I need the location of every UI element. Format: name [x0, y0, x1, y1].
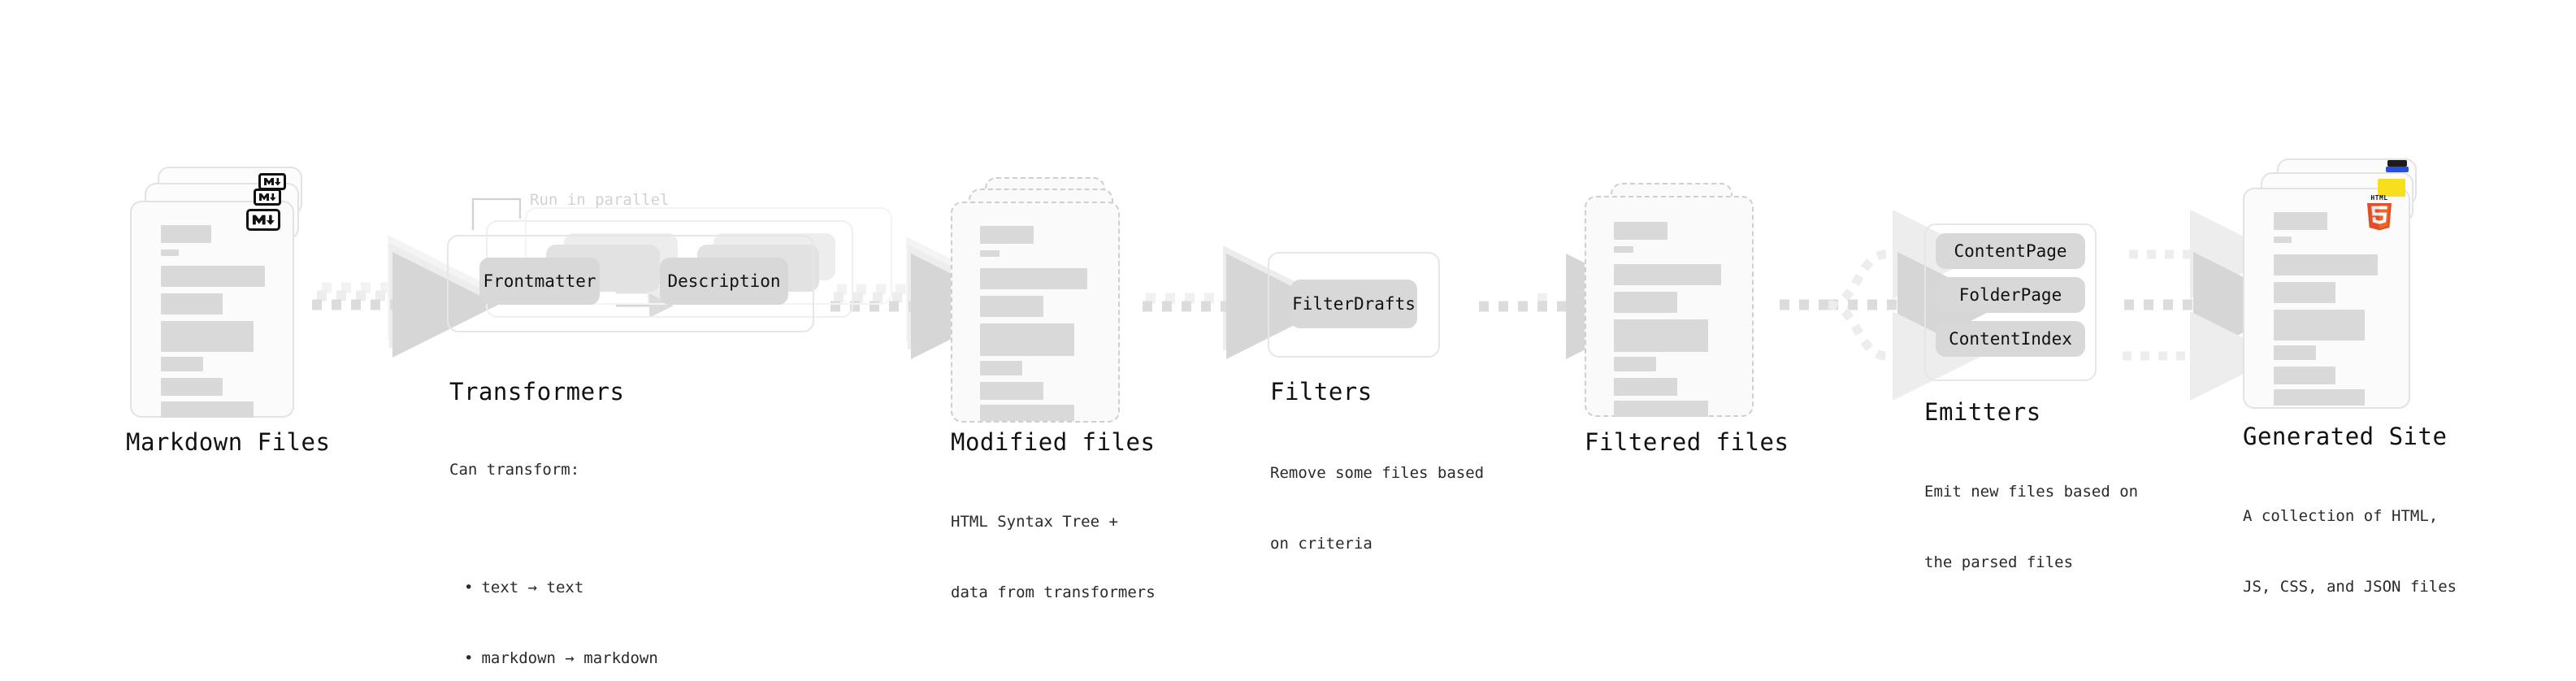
stage-desc-filters: Remove some files based on criteria [1270, 414, 1484, 603]
emitter-pill-folderpage-label: FolderPage [1958, 285, 2062, 305]
skeleton-line [161, 266, 265, 287]
skeleton-subtitle [1614, 246, 1633, 253]
connector-modified-to-filters [1143, 245, 1332, 359]
skeleton-line [1614, 264, 1721, 285]
stage-title-modified-files: Modified files [951, 428, 1156, 456]
site-desc-line: JS, CSS, and JSON files [2243, 578, 2457, 596]
connector-md-to-transformers [312, 235, 498, 358]
skeleton-subtitle [161, 249, 179, 256]
skeleton-line [1614, 319, 1708, 352]
transformer-pill-frontmatter-label: Frontmatter [483, 271, 596, 291]
css-icon-text [2387, 160, 2407, 167]
skeleton-line [980, 361, 1022, 375]
skeleton-line [1614, 401, 1708, 417]
connector-filtered-to-emitters [1780, 210, 2003, 401]
skeleton-line [980, 405, 1074, 421]
skeleton-heading [980, 226, 1034, 244]
site-card-stack: HTML [2243, 158, 2446, 419]
skeleton-line [2274, 282, 2335, 303]
skeleton-line [980, 268, 1087, 289]
skeleton-heading [161, 225, 211, 243]
markdown-card-stack [130, 167, 317, 427]
stage-desc-generated-site: A collection of HTML, JS, CSS, and JSON … [2243, 458, 2457, 646]
skeleton-line [2274, 389, 2365, 406]
stage-filtered-files [1585, 183, 1772, 427]
skeleton-line [161, 401, 254, 418]
stage-modified-files [951, 177, 1138, 423]
skeleton-line [161, 321, 254, 352]
skeleton-line [1614, 357, 1656, 371]
filters-desc-line: Remove some files based [1270, 464, 1485, 482]
stage-desc-transformers: Can transform: text → text markdown → ma… [449, 411, 658, 681]
modified-desc-line: HTML Syntax Tree + [951, 513, 1118, 531]
markdown-icon [246, 209, 280, 231]
html5-icon: HTML [2363, 193, 2396, 230]
transformer-pill-description-label: Description [667, 271, 781, 291]
stage-markdown-files [130, 167, 317, 427]
emitter-pill-contentpage-label: ContentPage [1954, 241, 2067, 261]
transformers-desc-intro: Can transform: [449, 461, 580, 479]
transformers-desc-item: text → text [464, 576, 658, 600]
filtered-card-stack [1585, 183, 1772, 427]
transformers-groupbox [447, 235, 814, 332]
transformers-desc-list: text → text markdown → markdown html → h… [449, 529, 658, 681]
stage-title-filtered-files: Filtered files [1585, 428, 1789, 456]
transformer-pill-description[interactable]: Description [660, 258, 788, 305]
skeleton-heading [1614, 222, 1667, 240]
emitter-pill-contentindex[interactable]: ContentIndex [1936, 321, 2085, 357]
markdown-icon-back [258, 173, 286, 190]
stage-desc-modified-files: HTML Syntax Tree + data from transformer… [951, 463, 1156, 652]
modified-card-front [951, 202, 1120, 423]
skeleton-line [980, 296, 1043, 317]
skeleton-line [2274, 367, 2335, 384]
filters-groupbox [1268, 252, 1440, 358]
skeleton-line [980, 323, 1074, 356]
skeleton-line [980, 382, 1043, 400]
skeleton-line [2274, 254, 2378, 275]
skeleton-line [161, 293, 223, 314]
filters-desc-line: on criteria [1270, 535, 1373, 553]
filtered-card-front [1585, 196, 1754, 417]
css-icon [2386, 167, 2409, 172]
emitter-pill-contentindex-label: ContentIndex [1949, 329, 2072, 349]
skeleton-line [161, 378, 223, 396]
skeleton-subtitle [2274, 236, 2292, 243]
skeleton-line [1614, 378, 1677, 396]
run-in-parallel-label: Run in parallel [530, 191, 670, 209]
skeleton-line [161, 357, 203, 371]
skeleton-line [1614, 292, 1677, 313]
emitter-pill-folderpage[interactable]: FolderPage [1936, 277, 2085, 313]
stage-title-generated-site: Generated Site [2243, 423, 2448, 450]
skeleton-subtitle [980, 250, 1000, 257]
emitter-pill-contentpage[interactable]: ContentPage [1936, 233, 2085, 269]
filter-pill-filterdrafts-label: FilterDrafts [1292, 294, 1416, 314]
stage-title-markdown-files: Markdown Files [126, 428, 331, 456]
skeleton-heading [2274, 212, 2327, 230]
js-icon [2378, 179, 2405, 197]
emitters-groupbox [1924, 223, 2097, 381]
transformers-desc-item: markdown → markdown [464, 647, 657, 670]
markdown-icon-mid [254, 189, 281, 206]
svg-text:HTML: HTML [2370, 194, 2387, 202]
emitters-desc-line: Emit new files based on [1924, 483, 2139, 501]
skeleton-line [2274, 345, 2316, 360]
stage-generated-site: HTML [2243, 158, 2446, 419]
stage-title-emitters: Emitters [1924, 398, 2041, 426]
modified-card-stack [951, 177, 1138, 423]
filter-pill-filterdrafts[interactable]: FilterDrafts [1290, 280, 1417, 328]
stage-desc-emitters: Emit new files based on the parsed files [1924, 433, 2138, 622]
connector-filters-to-filtered [1479, 254, 1672, 359]
modified-desc-line: data from transformers [951, 583, 1156, 601]
markdown-card-front [130, 201, 294, 418]
transformer-pill-frontmatter[interactable]: Frontmatter [479, 258, 600, 305]
connector-emitters-to-site [2123, 210, 2299, 401]
stage-title-transformers: Transformers [449, 378, 625, 406]
emitters-desc-line: the parsed files [1924, 553, 2074, 571]
skeleton-line [2274, 310, 2365, 340]
stage-title-filters: Filters [1270, 378, 1373, 406]
site-desc-line: A collection of HTML, [2243, 507, 2439, 525]
